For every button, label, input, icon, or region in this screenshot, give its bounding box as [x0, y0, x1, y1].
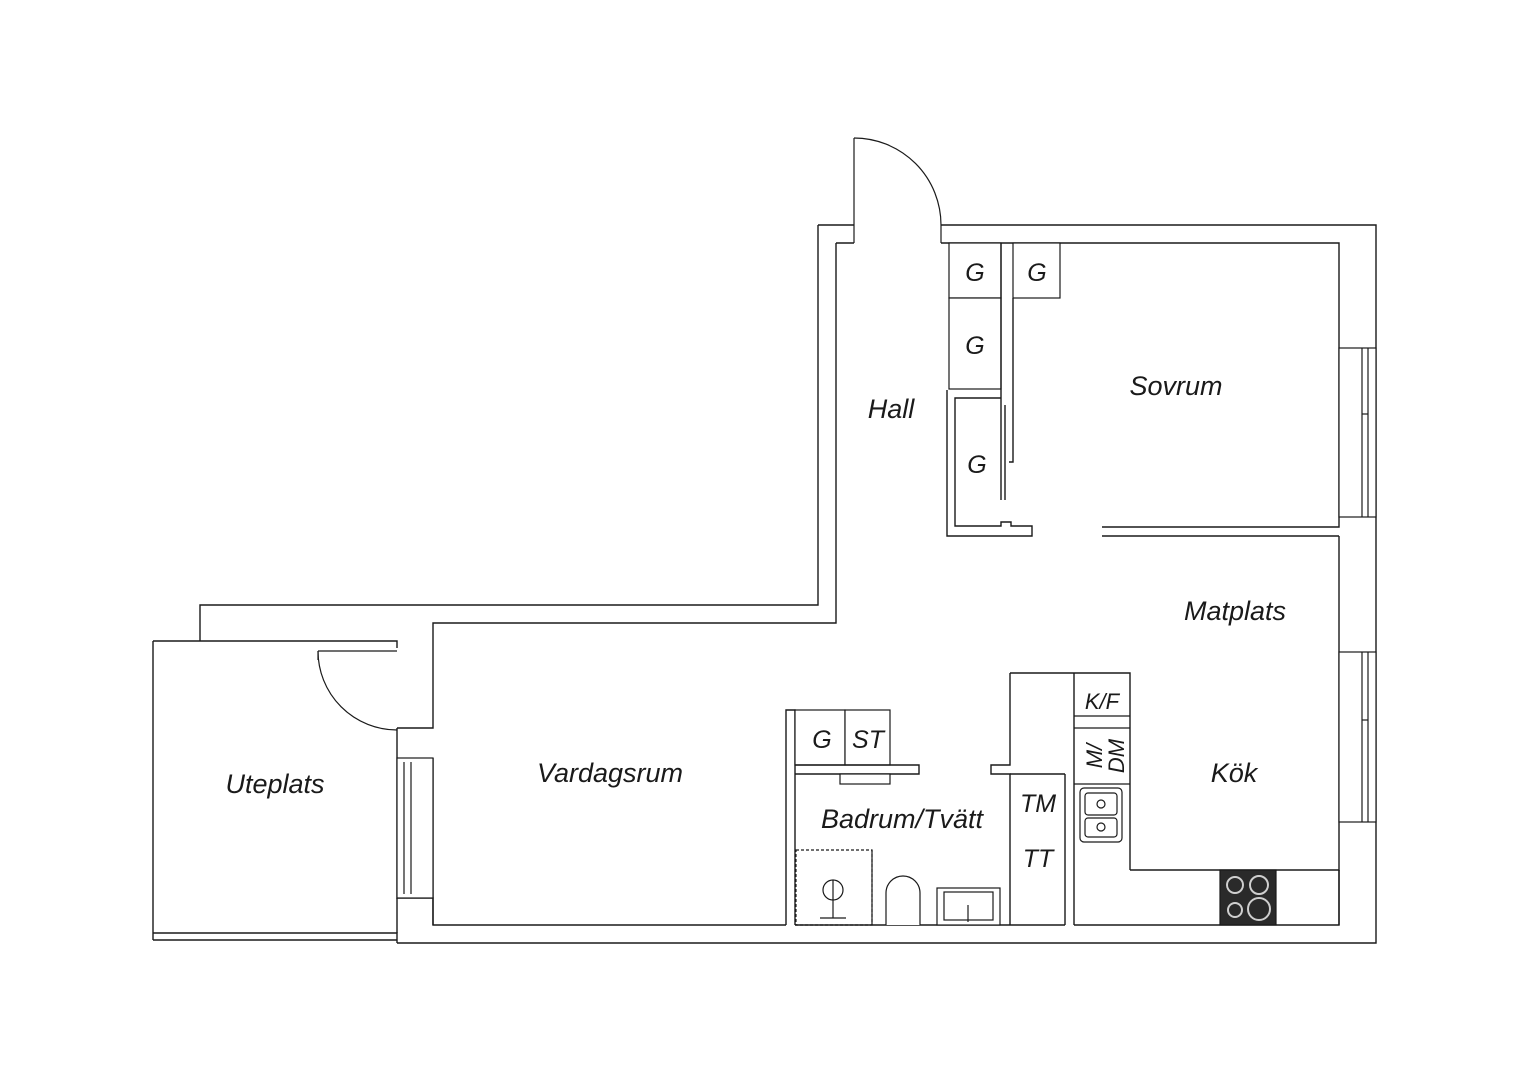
dryer-label: TT [1023, 845, 1055, 873]
fridge-freezer-label: K/F [1085, 689, 1121, 714]
wardrobe-label: G [1027, 259, 1046, 287]
wardrobe-label: G [967, 451, 986, 479]
hall-wardrobes [946, 242, 1061, 537]
room-label-badrum: Badrum/Tvätt [821, 804, 985, 834]
bathroom-fixtures [785, 672, 1131, 926]
washer-label: TM [1020, 790, 1056, 818]
terrace-door [317, 650, 398, 731]
wardrobe-label: G [965, 259, 984, 287]
room-label-kok: Kök [1211, 758, 1259, 788]
exterior-walls [153, 224, 1377, 944]
room-label-sovrum: Sovrum [1129, 371, 1222, 401]
room-label-matplats: Matplats [1184, 596, 1286, 626]
room-label-uteplats: Uteplats [225, 769, 324, 799]
microwave-label: M/ [1082, 742, 1107, 768]
wardrobe-label: G [812, 726, 831, 754]
window-kok [1338, 651, 1377, 823]
kitchen-fixtures [1074, 715, 1277, 926]
entrance-door [853, 137, 942, 243]
dishwasher-label: DM [1104, 738, 1129, 773]
storage-label: ST [852, 726, 886, 754]
window-sovrum [1338, 347, 1377, 518]
window-vardagsrum [396, 757, 434, 899]
room-label-hall: Hall [868, 394, 916, 424]
wardrobe-label: G [965, 332, 984, 360]
room-label-vardagsrum: Vardagsrum [537, 758, 683, 788]
